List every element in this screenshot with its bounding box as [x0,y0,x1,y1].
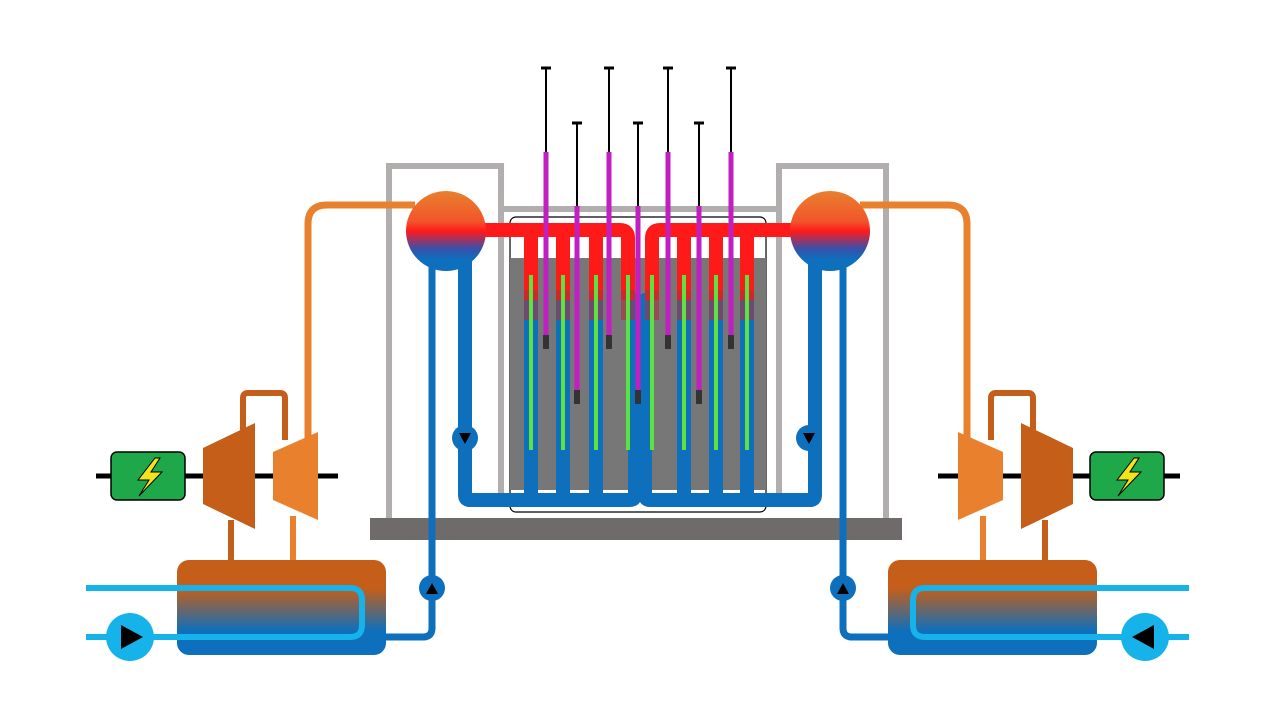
play-triangle-icon [1132,625,1154,649]
lightning-bolt-icon [136,457,164,497]
feedwater-lines [380,255,895,641]
condenser-right [888,560,1097,655]
base-slab [370,518,902,540]
lp-turbine-right [958,432,1003,520]
control-rods [541,66,736,404]
cooling-pump-left [106,613,154,661]
play-triangle-icon [121,625,143,649]
flow-markers [419,425,856,601]
lightning-bolt-icon [1115,457,1143,497]
steam-lines [304,201,971,440]
hp-turbine-right [1021,423,1073,529]
cooling-pump-right [1121,613,1169,661]
steam-drum-right [790,191,870,271]
cooling-water-loops [86,585,1189,640]
turbine-set-right [938,390,1180,562]
fuel-rods [529,275,749,450]
steam-drum-left [406,191,486,271]
lp-turbine-left [273,432,318,520]
hp-turbine-left [203,423,255,529]
turbine-set-left [96,390,338,562]
condenser-left [177,560,386,655]
